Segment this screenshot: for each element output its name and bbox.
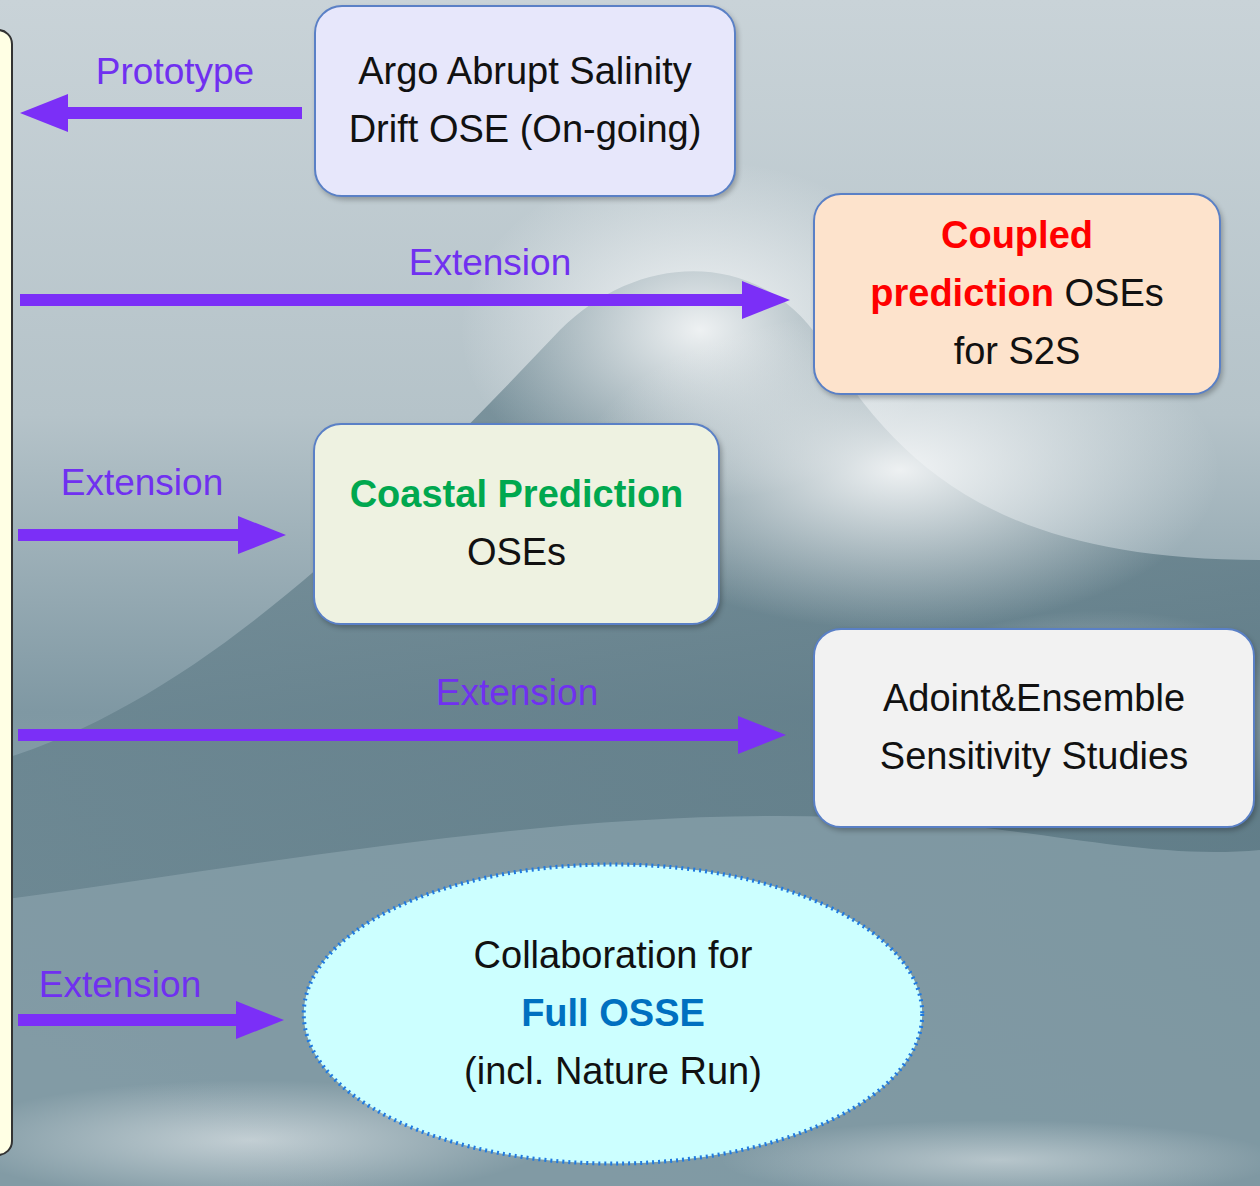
node-text: Adoint&Ensemble Sensitivity Studies xyxy=(832,670,1237,786)
highlight-text: Coupled prediction xyxy=(870,214,1093,314)
osse-ellipse: Collaboration forFull OSSE(incl. Nature … xyxy=(300,862,926,1166)
highlight-text: Full OSSE xyxy=(464,985,762,1043)
node-text: Coupled prediction OSEs for S2S xyxy=(845,207,1190,380)
node-label: Argo Abrupt Salinity Drift OSE (On-going… xyxy=(349,50,702,150)
node-label: Collaboration for xyxy=(464,927,762,985)
highlight-text: Coastal Prediction xyxy=(350,473,684,515)
ose-box: Coupled prediction OSEs for S2S xyxy=(813,193,1221,395)
node-text: Collaboration forFull OSSE(incl. Nature … xyxy=(464,927,762,1100)
study-box: Adoint&Ensemble Sensitivity Studies xyxy=(813,628,1255,828)
node-text: Coastal Prediction OSEs xyxy=(344,466,689,582)
side-panel xyxy=(0,30,12,1155)
arrow-label: Extension xyxy=(409,241,572,285)
ose-box: Argo Abrupt Salinity Drift OSE (On-going… xyxy=(314,5,736,197)
node-label: (incl. Nature Run) xyxy=(464,1043,762,1101)
node-label: OSEs xyxy=(467,531,566,573)
node-text: Argo Abrupt Salinity Drift OSE (On-going… xyxy=(330,43,720,159)
arrow-label: Extension xyxy=(39,963,202,1007)
arrow-label: Prototype xyxy=(96,50,254,94)
node-label: Adoint&Ensemble Sensitivity Studies xyxy=(880,677,1188,777)
arrow-label: Extension xyxy=(61,461,224,505)
arrow-label: Extension xyxy=(436,671,599,715)
ose-box: Coastal Prediction OSEs xyxy=(313,423,720,625)
